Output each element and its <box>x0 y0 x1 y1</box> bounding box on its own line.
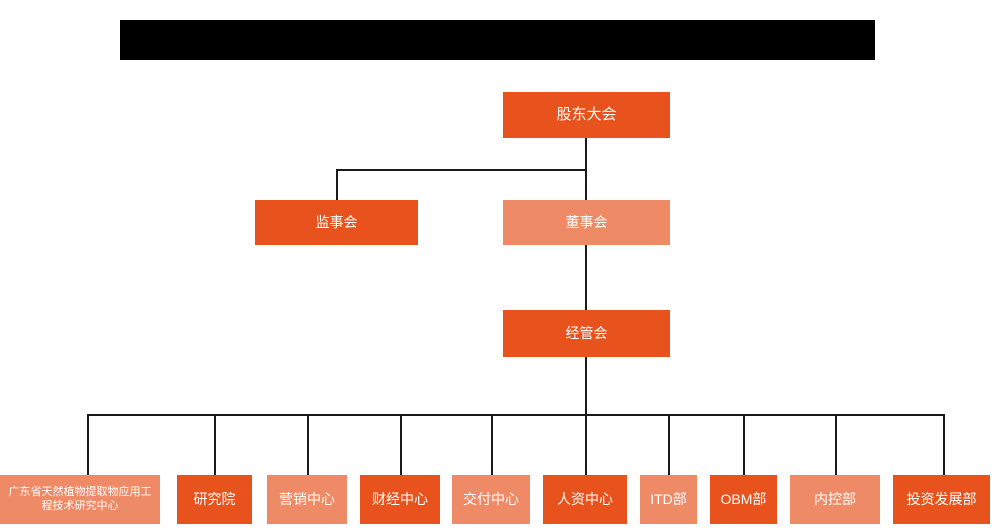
c-drop-4 <box>400 414 402 475</box>
org-node-research_institute[interactable]: 研究院 <box>177 475 252 524</box>
c-drop-3 <box>307 414 309 475</box>
org-node-label: 营销中心 <box>279 490 335 507</box>
org-node-label: 财经中心 <box>372 490 428 507</box>
org-node-internal_control_dept[interactable]: 内控部 <box>790 475 880 524</box>
c-drop-5 <box>491 414 493 475</box>
org-node-label: OBM部 <box>720 490 767 507</box>
org-node-itd_dept[interactable]: ITD部 <box>640 475 697 524</box>
c-mgmt-down <box>585 357 587 415</box>
c-drop-9 <box>835 414 837 475</box>
org-node-board_of_supervisors[interactable]: 监事会 <box>255 200 418 245</box>
c-level4-bus <box>87 414 944 416</box>
org-node-shareholders_meeting[interactable]: 股东大会 <box>503 92 670 138</box>
c-drop-2 <box>214 414 216 475</box>
redacted-title-bar <box>120 20 875 60</box>
org-node-obm_dept[interactable]: OBM部 <box>710 475 777 524</box>
org-node-label: 广东省天然植物提取物应用工程技术研究中心 <box>8 485 152 512</box>
c-directors-down <box>585 169 587 200</box>
c-drop-6 <box>585 414 587 475</box>
c-drop-10 <box>943 414 945 475</box>
org-node-label: 交付中心 <box>463 490 519 507</box>
org-node-marketing_center[interactable]: 营销中心 <box>267 475 347 524</box>
c-directors-to-mgmt <box>585 245 587 310</box>
org-node-investment_development_dept[interactable]: 投资发展部 <box>893 475 990 524</box>
org-node-delivery_center[interactable]: 交付中心 <box>452 475 530 524</box>
org-node-finance_center[interactable]: 财经中心 <box>360 475 440 524</box>
c-level2-bus <box>336 169 587 171</box>
org-node-board_of_directors[interactable]: 董事会 <box>503 200 670 245</box>
org-node-label: ITD部 <box>650 490 687 507</box>
org-node-label: 经管会 <box>565 324 608 341</box>
org-node-management_committee[interactable]: 经管会 <box>503 310 670 357</box>
c-supervisors-down <box>336 169 338 200</box>
org-node-label: 人资中心 <box>557 490 613 507</box>
c-drop-8 <box>743 414 745 475</box>
org-node-gd_research_center[interactable]: 广东省天然植物提取物应用工程技术研究中心 <box>0 475 160 524</box>
org-node-label: 研究院 <box>193 490 236 507</box>
org-node-label: 内控部 <box>814 490 856 507</box>
org-node-label: 董事会 <box>565 213 608 230</box>
org-node-label: 监事会 <box>315 213 358 230</box>
org-node-hr_center[interactable]: 人资中心 <box>543 475 627 524</box>
c-drop-1 <box>87 414 89 475</box>
org-node-label: 股东大会 <box>556 105 617 123</box>
org-node-label: 投资发展部 <box>906 490 977 507</box>
c-drop-7 <box>668 414 670 475</box>
